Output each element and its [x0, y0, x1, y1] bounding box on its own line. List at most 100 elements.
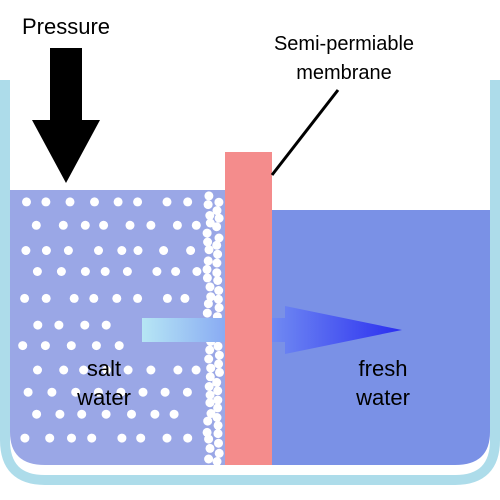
salt-particle	[123, 365, 133, 375]
salt-particle	[23, 387, 33, 397]
salt-particle	[100, 267, 110, 276]
salt-particle	[212, 258, 222, 268]
salt-particle	[127, 409, 136, 419]
salt-particle	[182, 387, 192, 397]
pressure-arrow-icon	[32, 48, 100, 183]
fresh-water-label-line1: fresh	[359, 356, 408, 381]
salt-particle	[186, 246, 196, 255]
salt-particle	[205, 211, 215, 220]
salt-particle	[32, 409, 42, 419]
salt-particle	[205, 345, 215, 355]
salt-particle	[80, 220, 90, 230]
salt-particle	[213, 249, 223, 259]
salt-particle	[206, 363, 216, 373]
salt-particle	[213, 429, 223, 439]
fresh-water-label-line2: water	[355, 385, 410, 410]
salt-particle	[71, 387, 81, 397]
salt-particle	[160, 387, 170, 397]
salt-particle	[89, 293, 99, 303]
salt-particle	[213, 276, 223, 285]
salt-particle	[183, 433, 193, 443]
salt-water	[10, 190, 225, 465]
salt-particle	[122, 267, 132, 276]
salt-particle	[93, 387, 103, 397]
salt-particle	[41, 197, 51, 207]
salt-particle	[171, 267, 181, 276]
salt-particle	[21, 246, 31, 255]
salt-particle	[204, 382, 214, 391]
salt-particle	[77, 409, 87, 419]
salt-particle	[192, 267, 202, 276]
salt-particle	[146, 365, 156, 375]
salt-particle	[213, 294, 223, 304]
salt-particle	[69, 293, 79, 303]
salt-particle	[202, 228, 212, 238]
salt-particle	[204, 245, 214, 255]
salt-particle	[202, 427, 212, 437]
salt-particle	[205, 443, 215, 453]
salt-particle	[116, 387, 126, 397]
salt-particle	[204, 354, 214, 364]
salt-particle	[41, 293, 51, 303]
salt-particle	[32, 267, 42, 276]
salt-particle	[90, 197, 99, 207]
salt-particle	[114, 341, 124, 351]
salt-particle	[214, 197, 224, 207]
salt-particle	[214, 213, 224, 223]
salt-particle	[146, 220, 156, 230]
salt-particle	[66, 341, 76, 351]
salt-particle	[183, 197, 193, 207]
salt-particle	[33, 365, 42, 375]
salt-particle	[67, 433, 76, 443]
salt-particle	[59, 365, 69, 375]
salt-particle	[203, 299, 213, 309]
salt-particle	[87, 433, 97, 443]
salt-particle	[214, 448, 224, 458]
salt-particle	[212, 413, 222, 422]
salt-particle	[212, 457, 222, 466]
salt-particle	[20, 293, 30, 303]
salt-particle	[125, 220, 135, 230]
membrane	[225, 152, 272, 465]
salt-particle	[162, 433, 172, 443]
salt-particle	[213, 341, 223, 351]
salt-particle	[212, 240, 222, 250]
salt-particle	[33, 320, 43, 330]
salt-particle	[213, 403, 223, 413]
salt-particle	[214, 303, 224, 313]
salt-particle	[133, 293, 143, 303]
salt-particle	[212, 206, 222, 216]
salt-particle	[80, 267, 90, 276]
salt-particle	[204, 191, 214, 201]
salt-particle	[191, 220, 201, 230]
salt-particle	[202, 264, 212, 274]
salt-particle	[212, 268, 222, 278]
salt-particle	[213, 386, 223, 396]
salt-particle	[41, 246, 51, 255]
fresh-water	[272, 210, 490, 465]
salt-particle	[203, 416, 213, 426]
salt-particle	[169, 409, 179, 419]
salt-particle	[102, 365, 111, 375]
salt-particle	[113, 197, 123, 207]
salt-particle	[205, 390, 215, 400]
salt-particle	[54, 320, 64, 330]
salt-particle	[214, 350, 224, 360]
salt-particle	[204, 454, 214, 464]
salt-particle	[202, 308, 212, 318]
salt-particle	[172, 220, 182, 230]
salt-particle	[214, 233, 224, 243]
salt-particle	[91, 341, 101, 351]
salt-particle	[206, 292, 216, 302]
salt-particle	[215, 367, 224, 377]
salt-particle	[205, 282, 215, 292]
salt-particle	[214, 359, 224, 369]
salt-particle	[45, 433, 55, 443]
salt-particle	[63, 246, 73, 255]
salt-particles	[18, 191, 224, 466]
salt-particle	[101, 409, 111, 419]
salt-particle	[203, 200, 213, 210]
salt-particle	[18, 341, 28, 351]
salt-particle	[214, 438, 223, 448]
